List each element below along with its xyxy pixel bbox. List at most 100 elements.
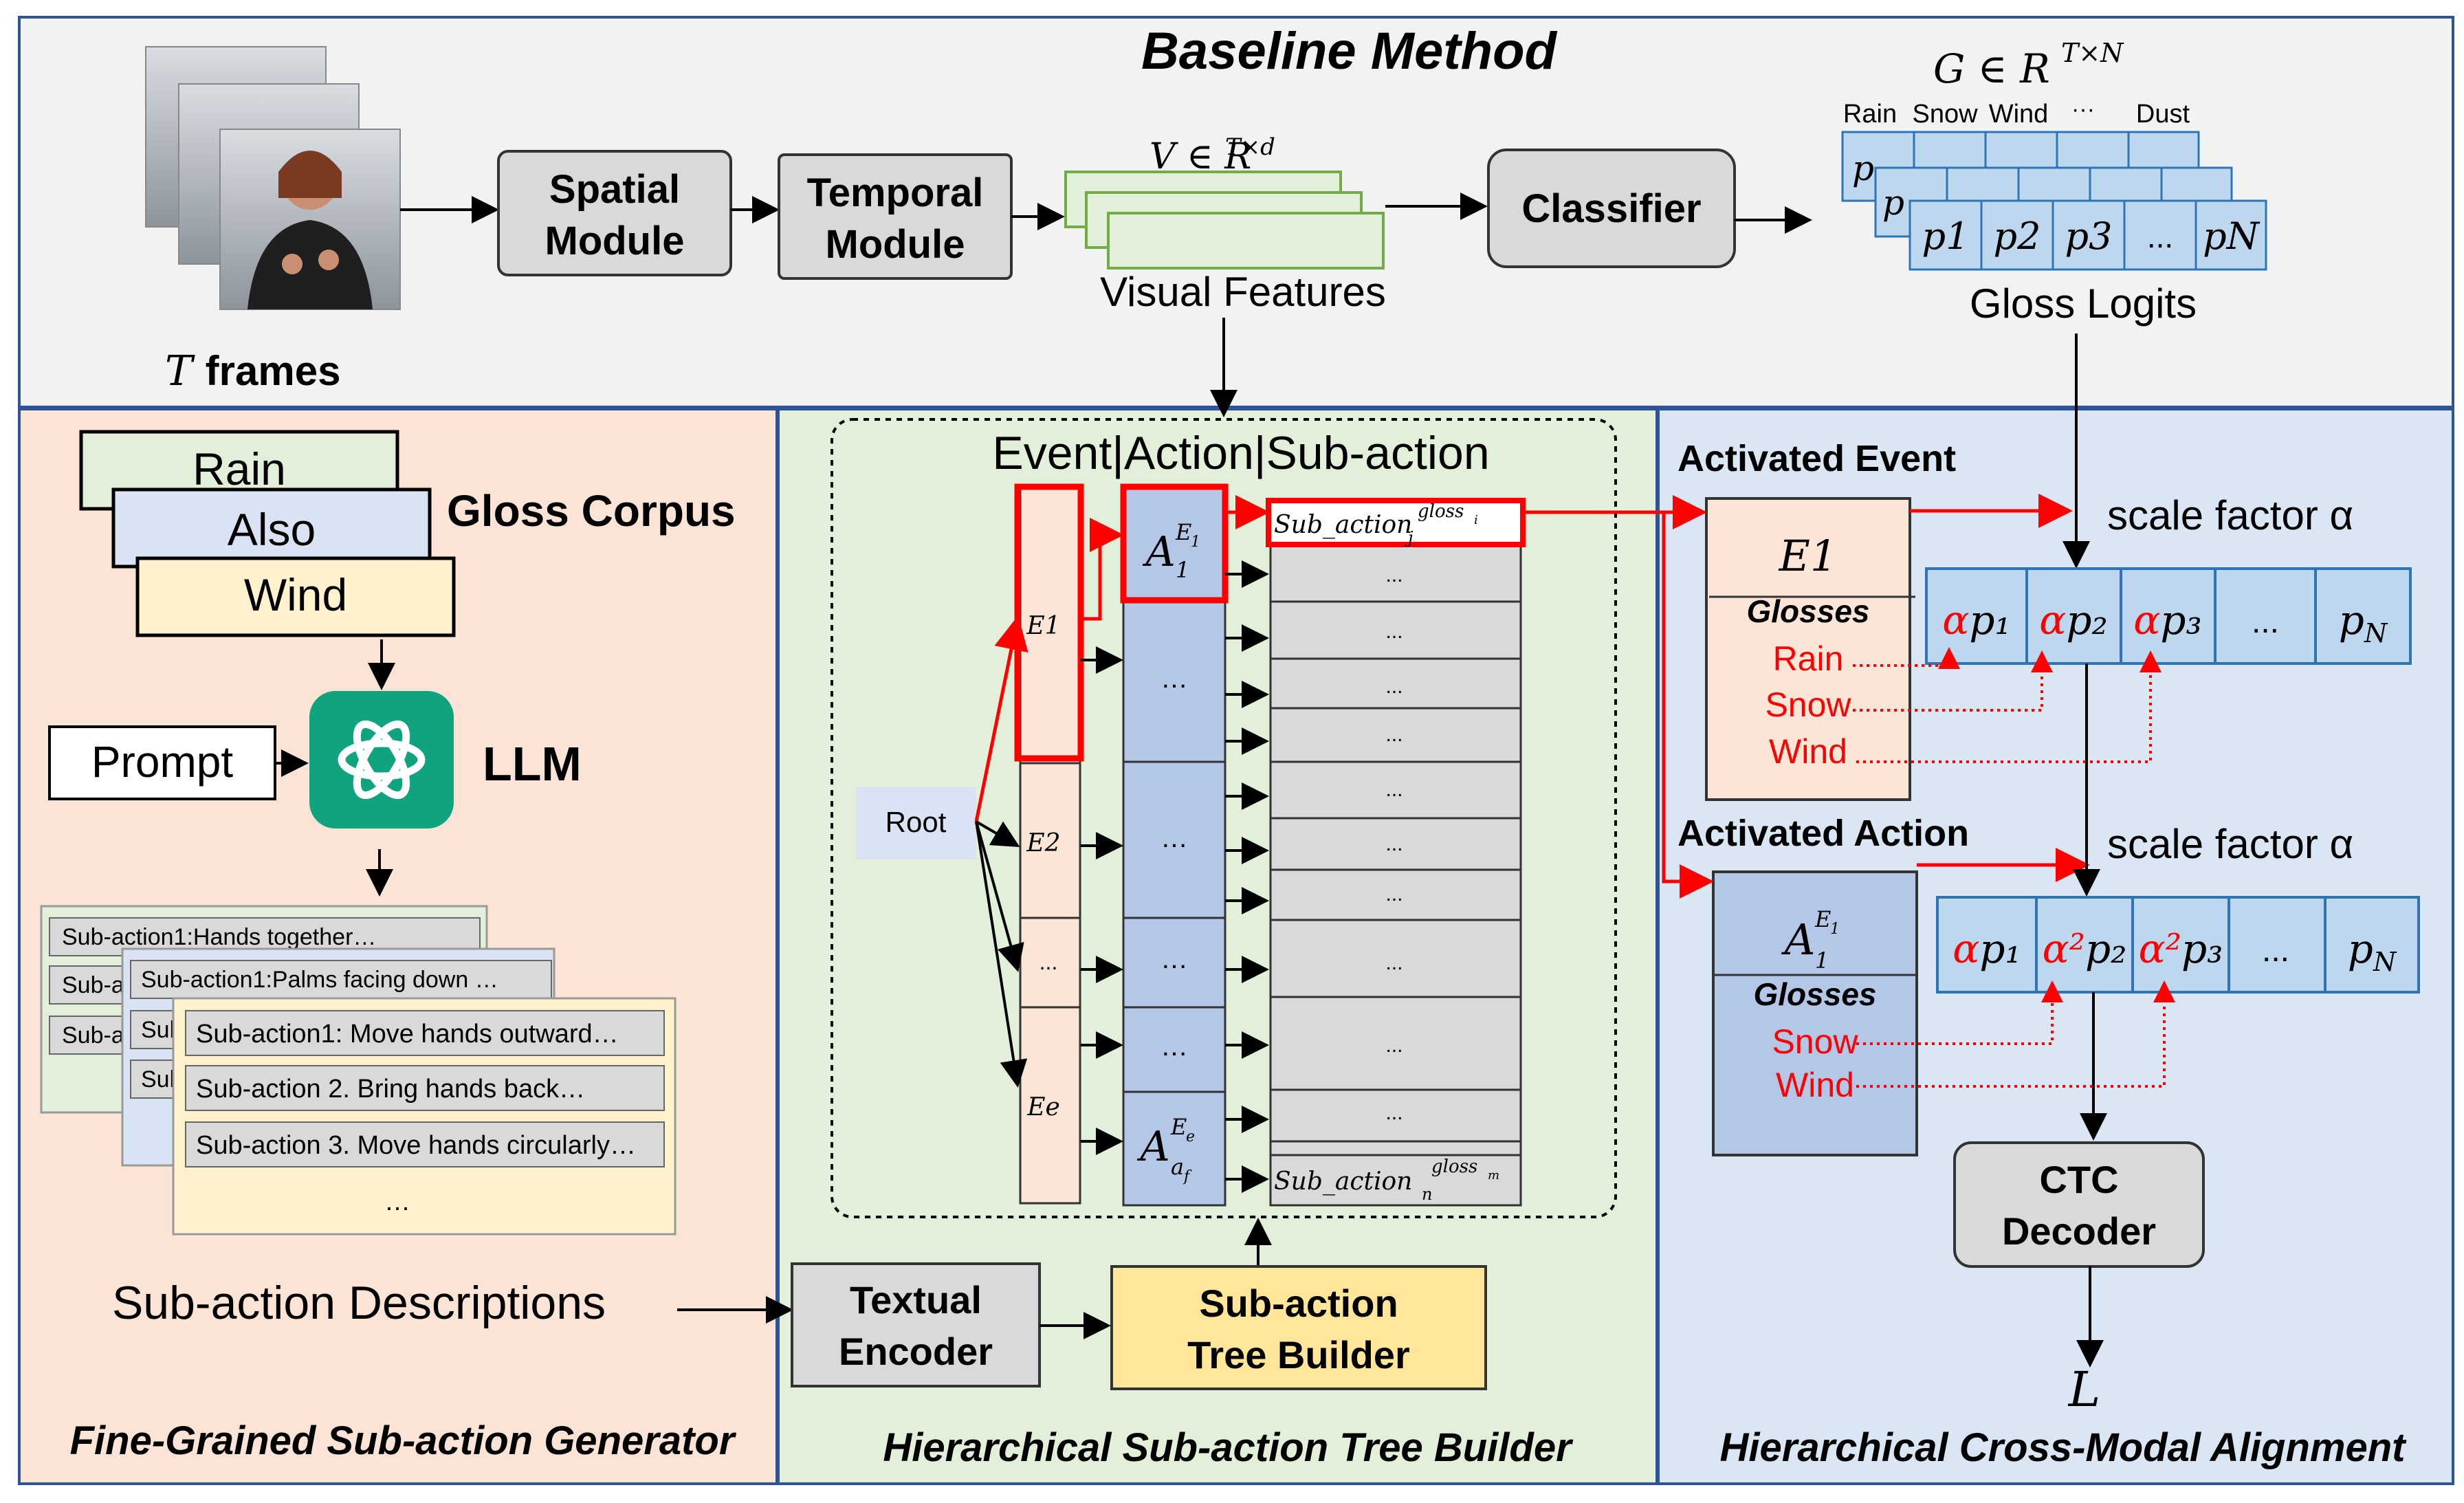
prompt-box: Prompt: [48, 725, 276, 800]
svg-text:1: 1: [1191, 534, 1200, 551]
svg-text:Spatial: Spatial: [549, 167, 680, 212]
svg-text:Tree Builder: Tree Builder: [1187, 1333, 1410, 1376]
svg-text:Prompt: Prompt: [91, 737, 234, 787]
svg-text:Dust: Dust: [2136, 100, 2190, 129]
svg-text:1: 1: [1815, 947, 1829, 974]
svg-text:Temporal: Temporal: [807, 171, 984, 215]
svg-text:p3: p3: [2065, 215, 2113, 258]
svg-text:…: …: [1160, 1031, 1188, 1062]
scale-factor-label-2: scale factor α: [2107, 821, 2353, 867]
svg-text:V ∈ R: V ∈ R: [1150, 136, 1251, 177]
subaction-column: Sub_action gloss i j ... ... ... ... ...…: [1266, 498, 1526, 1207]
svg-text:Sub-action: Sub-action: [1199, 1282, 1398, 1325]
svg-text:T×N: T×N: [2061, 38, 2124, 68]
svg-text:...: ...: [2147, 219, 2173, 254]
svg-text:···: ···: [2071, 96, 2095, 122]
svg-text:Wind: Wind: [244, 569, 347, 620]
tree-header: Event|Action|Sub-action: [992, 427, 1489, 479]
svg-text:p1: p1: [1922, 215, 1970, 258]
svg-text:...: ...: [1385, 778, 1402, 801]
action-subaction-arrows: [1225, 495, 1270, 1193]
svg-text:Ee: Ee: [1026, 1093, 1060, 1121]
action-column: A 1 E 1 … … … … A a f E e: [1120, 483, 1229, 1207]
svg-text:Rain: Rain: [192, 443, 286, 494]
activated-action-box: A 1 E 1 Glosses Snow Wind: [1712, 870, 1918, 1156]
frames-label: T frames: [165, 347, 340, 395]
svg-text:...: ...: [1385, 723, 1402, 746]
svg-text:Module: Module: [545, 219, 685, 263]
gloss-corpus-label: Gloss Corpus: [447, 486, 736, 536]
spatial-module: Spatial Module: [497, 150, 732, 276]
svg-text:G ∈ R: G ∈ R: [1933, 45, 2050, 92]
loss-label: L: [2067, 1361, 2100, 1418]
svg-text:E: E: [1170, 1114, 1187, 1140]
svg-text:...: ...: [1385, 564, 1402, 586]
svg-text:Sub-action 3. Move hands circu: Sub-action 3. Move hands circularly…: [196, 1131, 636, 1160]
svg-text:1: 1: [1830, 921, 1840, 938]
svg-text:Glosses: Glosses: [1747, 593, 1870, 629]
gloss-logit-stack: p p: [1841, 131, 2267, 271]
svg-text:A: A: [1142, 528, 1175, 576]
svg-text:αp₁: αp₁: [1942, 597, 2011, 644]
svg-text:E: E: [1175, 519, 1191, 545]
textual-encoder: Textual Encoder: [791, 1262, 1041, 1387]
svg-text:Snow: Snow: [1772, 1022, 1858, 1061]
svg-text:...: ...: [1385, 1101, 1402, 1124]
svg-text:...: ...: [1385, 833, 1402, 855]
svg-text:...: ...: [1385, 1034, 1402, 1057]
svg-text:Wind: Wind: [1989, 100, 2049, 129]
activation-arrows: [1523, 494, 2090, 899]
svg-text:T×d: T×d: [1225, 133, 1275, 161]
svg-text:Classifier: Classifier: [1521, 186, 1701, 231]
svg-text:Glosses: Glosses: [1754, 976, 1877, 1012]
logit-headers: Rain Snow Wind ··· Dust: [1843, 96, 2190, 129]
svg-text:n: n: [1422, 1185, 1432, 1204]
svg-text:gloss: gloss: [1418, 501, 1464, 522]
descriptions-label: Sub-action Descriptions: [112, 1277, 606, 1329]
svg-text:…: …: [1160, 663, 1188, 694]
svg-text:…: …: [384, 1187, 410, 1216]
baseline-title: Baseline Method: [1141, 22, 1557, 80]
gloss-corpus-stack: Rain Also Wind: [79, 430, 456, 637]
temporal-module: Temporal Module: [778, 153, 1013, 280]
svg-text:...: ...: [1385, 952, 1402, 974]
visual-features-label: Visual Features: [1100, 269, 1386, 315]
logit-formula: G ∈ R T×N: [1933, 38, 2124, 92]
svg-text:...: ...: [1385, 883, 1402, 906]
svg-text:1: 1: [1176, 557, 1189, 583]
svg-text:αp₂: αp₂: [2039, 597, 2108, 644]
scale-factor-label-1: scale factor α: [2107, 492, 2353, 538]
svg-text:Sub-action1:Hands together…: Sub-action1:Hands together…: [62, 924, 376, 950]
svg-text:...: ...: [2262, 932, 2289, 969]
svg-text:T: T: [165, 347, 195, 395]
svg-text:...: ...: [2252, 604, 2279, 640]
svg-text:...: ...: [1385, 675, 1402, 698]
classifier: Classifier: [1487, 149, 1736, 268]
svg-text:A: A: [1136, 1123, 1169, 1171]
svg-text:Encoder: Encoder: [839, 1330, 993, 1373]
root-node: Root: [856, 787, 976, 859]
svg-text:α²p₂: α²p₂: [2043, 925, 2127, 972]
svg-text:Textual: Textual: [850, 1278, 982, 1321]
svg-text:Decoder: Decoder: [2002, 1209, 2156, 1253]
svg-text:Sub-a: Sub-a: [62, 1022, 124, 1049]
gloss-links-row2: [1856, 980, 2175, 1088]
svg-text:…: …: [1160, 944, 1188, 974]
svg-text:E: E: [1814, 906, 1831, 932]
gloss-links-row1: [1853, 647, 2162, 763]
svg-text:E2: E2: [1026, 829, 1060, 857]
scaled-logits-row1: αp₁ αp₂ αp₃ ... pN: [1925, 567, 2412, 665]
svg-text:p: p: [1852, 149, 1874, 188]
svg-text:Snow: Snow: [1912, 100, 1978, 129]
svg-text:i: i: [1474, 513, 1478, 527]
svg-text:...: ...: [1385, 620, 1402, 643]
svg-text:Sub-a: Sub-a: [62, 972, 124, 998]
svg-text:α²p₃: α²p₃: [2139, 925, 2223, 972]
description-card-3: Sub-action1: Move hands outward… Sub-act…: [172, 997, 676, 1236]
activated-event-label: Activated Event: [1678, 438, 1956, 479]
llm-logo-icon: [309, 691, 454, 829]
svg-text:αp₃: αp₃: [2133, 597, 2202, 644]
activated-action-label: Activated Action: [1678, 813, 1969, 854]
svg-text:Snow: Snow: [1765, 685, 1851, 724]
svg-text:Module: Module: [826, 222, 965, 267]
